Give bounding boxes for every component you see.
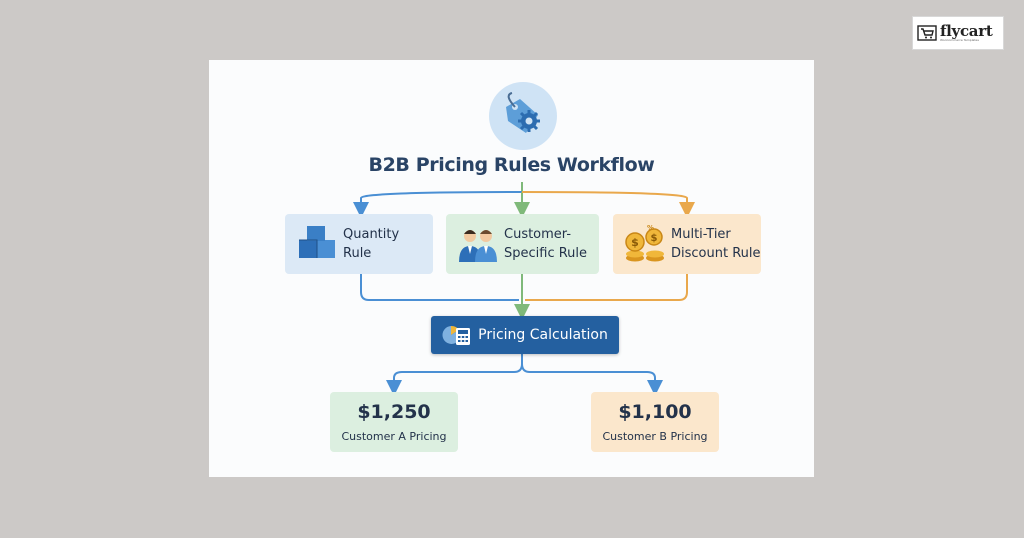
svg-text:%: % bbox=[647, 224, 654, 232]
pricing-calculation-label: Pricing Calculation bbox=[478, 327, 608, 343]
customers-icon bbox=[459, 230, 497, 262]
customer-specific-rule-box: Customer- Specific Rule bbox=[446, 214, 599, 274]
customer-a-label: Customer A Pricing bbox=[341, 430, 447, 443]
multi-tier-discount-rule-box: $ $ % Multi-Tier Discount Rule bbox=[613, 214, 761, 274]
customer-rule-line1: Customer- bbox=[504, 227, 572, 242]
customer-a-pricing-box: $1,250 Customer A Pricing bbox=[330, 392, 458, 452]
price-tag-gear-icon bbox=[489, 82, 557, 150]
diagram-title: B2B Pricing Rules Workflow bbox=[368, 154, 655, 176]
boxes-icon bbox=[299, 226, 335, 258]
svg-text:$: $ bbox=[651, 233, 658, 244]
customer-a-price: $1,250 bbox=[357, 401, 431, 423]
customer-b-label: Customer B Pricing bbox=[602, 430, 708, 443]
workflow-diagram: B2B Pricing Rules Workflow Quantity Rule… bbox=[209, 60, 814, 477]
brand-name: flycart bbox=[940, 22, 993, 40]
brand-tagline: WooCommerce Templates bbox=[940, 38, 979, 42]
svg-text:$: $ bbox=[631, 236, 639, 249]
customer-b-pricing-box: $1,100 Customer B Pricing bbox=[591, 392, 719, 452]
flycart-logo[interactable]: flycart WooCommerce Templates bbox=[912, 16, 1004, 50]
quantity-rule-line1: Quantity bbox=[343, 227, 400, 242]
connector-lines bbox=[353, 182, 695, 396]
shopping-cart-icon bbox=[917, 25, 937, 41]
customer-rule-line2: Specific Rule bbox=[504, 246, 588, 261]
quantity-rule-box: Quantity Rule bbox=[285, 214, 433, 274]
discount-rule-line2: Discount Rule bbox=[671, 246, 761, 261]
calculator-chart-icon bbox=[442, 325, 471, 345]
discount-rule-line1: Multi-Tier bbox=[671, 227, 731, 242]
pricing-calculation-box: Pricing Calculation bbox=[431, 316, 619, 354]
coins-icon: $ $ % bbox=[625, 224, 664, 262]
quantity-rule-line2: Rule bbox=[343, 246, 372, 261]
customer-b-price: $1,100 bbox=[618, 401, 692, 423]
